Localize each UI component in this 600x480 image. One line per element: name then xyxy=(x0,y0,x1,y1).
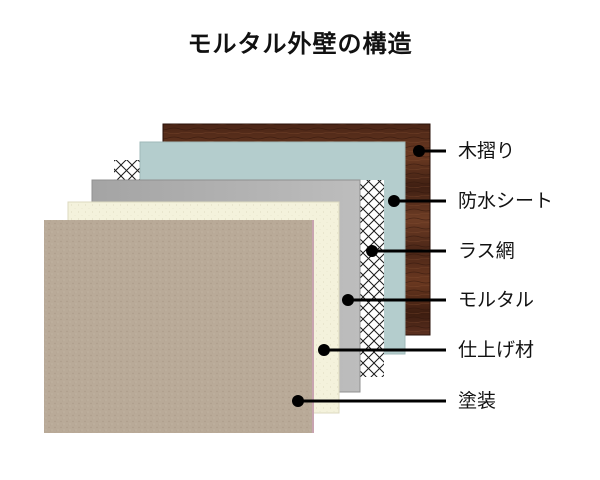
leader-wood-lath xyxy=(413,145,446,157)
label-finishing: 仕上げ材 xyxy=(458,339,535,361)
diagram-title: モルタル外壁の構造 xyxy=(187,30,413,58)
layer-lath-mesh-edge xyxy=(360,180,384,377)
layer-paint xyxy=(44,220,314,433)
label-paint: 塗装 xyxy=(458,390,497,412)
leader-lath-mesh xyxy=(366,245,446,257)
leader-paint xyxy=(292,395,446,407)
label-waterproof-sheet: 防水シート xyxy=(458,190,554,212)
leader-waterproof-sheet xyxy=(388,195,446,207)
leader-mortar xyxy=(342,294,446,306)
label-mortar: モルタル xyxy=(458,289,535,311)
leader-finishing xyxy=(318,344,446,356)
label-wood-lath: 木摺り xyxy=(458,140,516,162)
label-lath-mesh: ラス網 xyxy=(458,240,515,262)
